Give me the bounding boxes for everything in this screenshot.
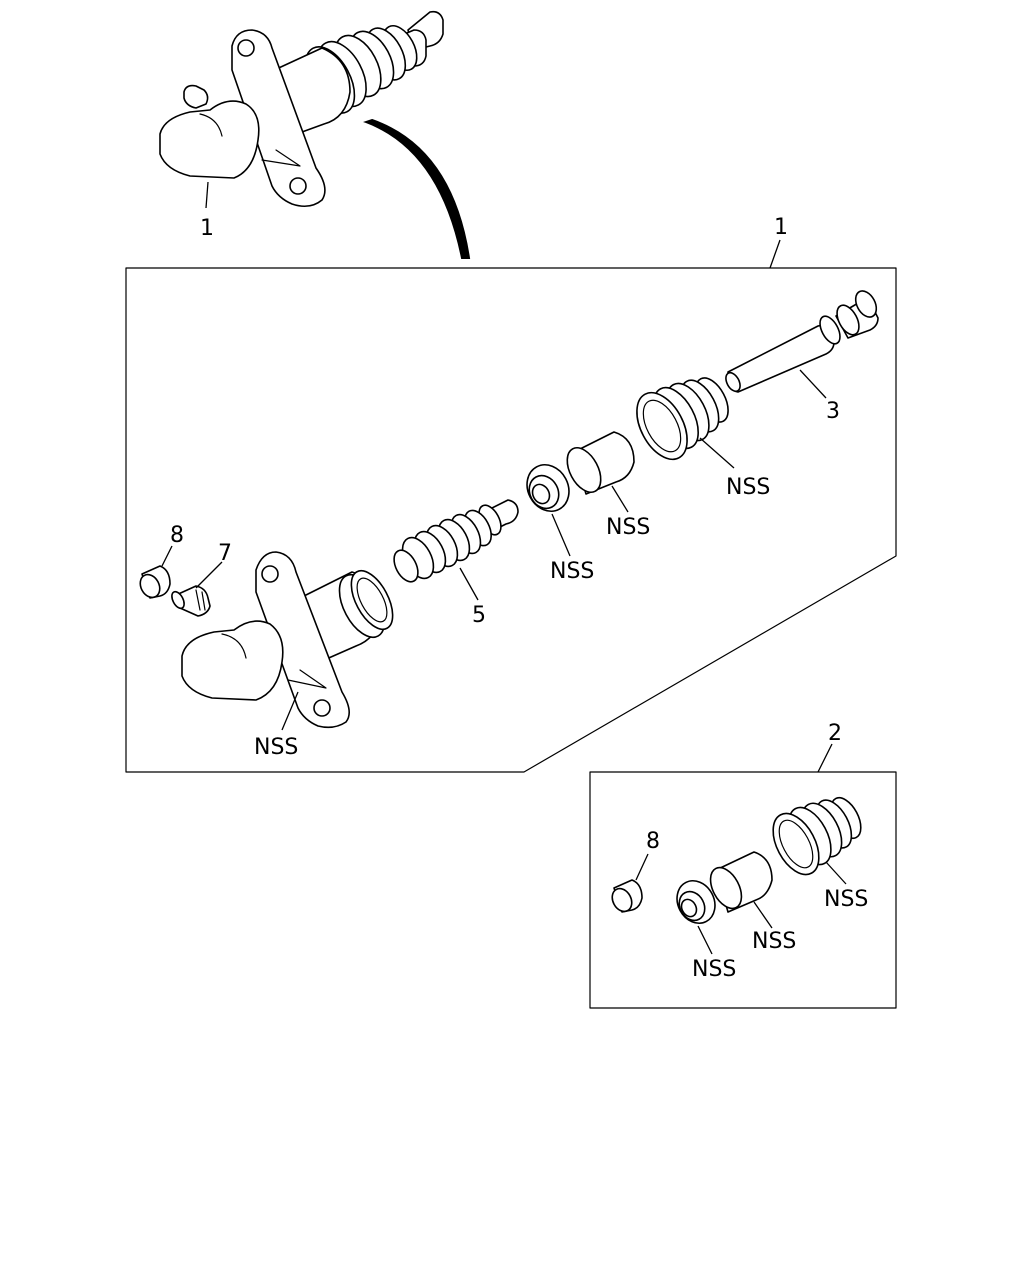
boot-kit-2 [772,796,862,876]
nss-piston-kit-2-label: NSS [752,929,796,954]
seal-cup-kit-2 [676,880,716,924]
nss-boot-kit-1-label: NSS [726,475,770,500]
nss-piston-kit-1-label: NSS [606,515,650,540]
boot-kit-1 [636,377,729,461]
overview-callout-label: 1 [200,216,214,241]
nss-body-kit-1-label: NSS [254,735,298,760]
push-rod [725,290,879,393]
nss-boot-kit-2-label: NSS [824,887,868,912]
seal-cup-kit-1 [526,464,570,512]
cap-8-kit-1 [139,565,171,599]
cap-8-kit-2 [611,879,643,913]
part-8-kit-1-label: 8 [170,523,184,548]
spring-piston-5 [393,499,519,583]
kit-2-callout-label: 2 [828,721,842,746]
bleeder-screw-7 [171,585,211,617]
cylinder-body-kit-1 [181,551,394,729]
part-8-kit-2-label: 8 [646,829,660,854]
piston-kit-2 [709,851,773,913]
kit-1-callout-label: 1 [774,215,788,240]
part-3-label: 3 [826,399,840,424]
nss-seal-kit-2-label: NSS [692,957,736,982]
part-7-label: 7 [218,541,232,566]
nss-seal-kit-1-label: NSS [550,559,594,584]
kit-2-frame [589,771,897,1009]
curved-arrow [363,118,471,259]
part-5-label: 5 [472,603,486,628]
kit-1-frame [125,267,897,773]
piston-kit-1 [566,431,635,495]
overview-cylinder-assembly [159,10,444,209]
